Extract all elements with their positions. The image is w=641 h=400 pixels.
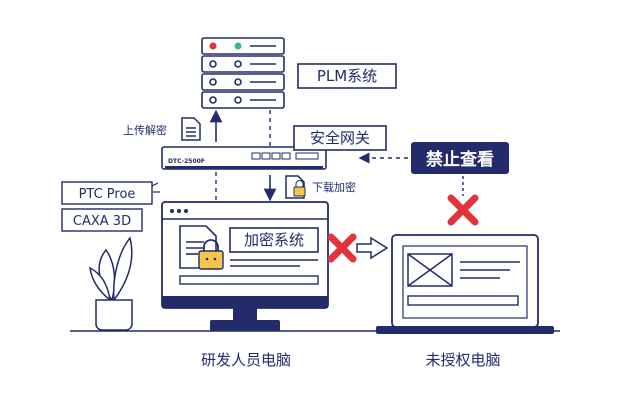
caxa-label: CAXA 3D: [73, 214, 131, 229]
forbid-badge: 禁止查看: [411, 142, 509, 174]
forbid-label: 禁止查看: [426, 149, 494, 170]
red-x-icon: [447, 194, 479, 226]
ptc-label-box: PTC Proe: [61, 181, 153, 205]
device-tag: DTC-2500F: [168, 158, 205, 165]
spark-icon: [151, 182, 160, 193]
encrypt-label: 加密系统: [244, 231, 304, 249]
lock-icon: [198, 239, 224, 270]
plm-label-box: PLM系统: [297, 63, 397, 89]
document-icon: [181, 117, 201, 141]
download-label: 下载加密: [312, 180, 356, 194]
plm-label: PLM系统: [317, 67, 377, 85]
unauth-pc-caption: 未授权电脑: [425, 351, 500, 369]
upload-label: 上传解密: [123, 123, 167, 137]
gateway-label-box: 安全网关: [293, 125, 387, 151]
progress-bar: [179, 275, 319, 285]
laptop-bar: [407, 295, 519, 306]
image-placeholder-icon: [407, 253, 453, 287]
caxa-label-box: CAXA 3D: [61, 208, 143, 232]
red-x-icon-2: [327, 233, 357, 263]
document-lock-icon: [285, 175, 306, 199]
arrow-icon: [356, 236, 389, 260]
dev-pc-caption: 研发人员电脑: [201, 351, 291, 369]
server-icon: [201, 37, 285, 109]
gateway-device-icon: DTC-2500F: [161, 146, 327, 170]
ptc-label: PTC Proe: [79, 187, 136, 202]
encrypt-label-box: 加密系统: [229, 227, 319, 253]
gateway-label: 安全网关: [310, 129, 370, 147]
laptop-icon: [376, 234, 554, 334]
plant-icon: [89, 236, 133, 331]
